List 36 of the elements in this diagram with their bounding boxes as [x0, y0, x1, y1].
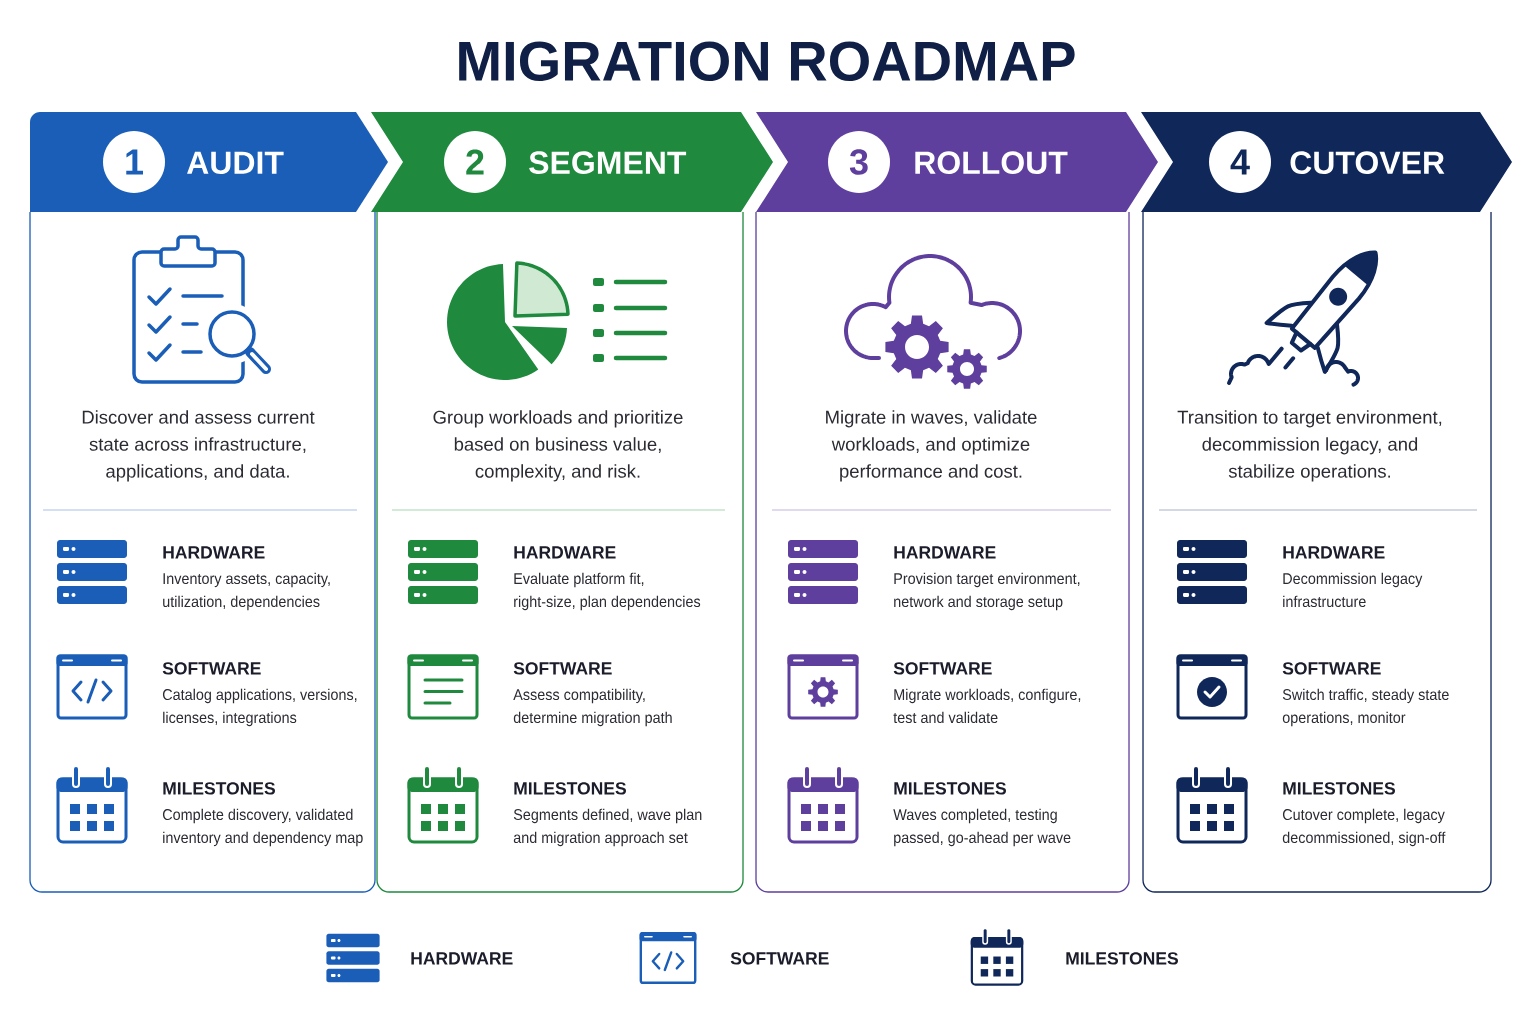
description-text: Discover and assess current state across infrastructure, applications, and data. [82, 410, 315, 482]
legend-label: HARDWARE [411, 952, 513, 965]
number-badge: 4 [1209, 131, 1271, 193]
section-heading: HARDWARE [163, 546, 265, 559]
body-text: Inventory assets, capacity, utilization, dependencies [163, 572, 330, 611]
body-text: Complete discovery, validated inventory and dependency map [162, 808, 363, 847]
body-text: Switch traffic, steady state operations, monitor [1282, 688, 1449, 727]
section-heading: SOFTWARE [162, 662, 261, 675]
description-text: Transition to target environment, decommission legacy, and stabilize operations. [1177, 410, 1442, 482]
body-text: Segments defined, wave plan and migration approach set [513, 808, 702, 847]
number-badge: 3 [828, 131, 890, 193]
section-heading: SOFTWARE [893, 662, 992, 675]
legend-label: MILESTONES [1066, 952, 1178, 965]
body-text: Catalog applications, versions, licenses, integrations [162, 688, 357, 727]
legend-label: SOFTWARE [730, 952, 829, 965]
body-text: Cutover complete, legacy decommissioned, sign-off [1282, 808, 1446, 847]
number-badge: 1 [103, 131, 165, 193]
section-heading: HARDWARE [1283, 546, 1385, 559]
body-text: Waves completed, testing passed, go-ahead per wave [893, 808, 1071, 847]
section-heading: MILESTONES [514, 782, 626, 795]
description-text: Migrate in waves, validate workloads, and optimize performance and cost. [826, 410, 1037, 482]
section-heading: MILESTONES [1283, 782, 1395, 795]
section-heading: SOFTWARE [1282, 662, 1381, 675]
body-text: Migrate workloads, configure, test and validate [893, 688, 1081, 724]
section-heading: SOFTWARE [513, 662, 612, 675]
body-text: Provision target environment, network and storage setup [894, 572, 1080, 611]
body-text: Decommission legacy infrastructure [1283, 572, 1423, 608]
body-text: Assess compatibility, determine migration path [513, 688, 672, 727]
description-text: Group workloads and prioritize based on business value, complexity, and risk. [433, 410, 683, 482]
section-heading: MILESTONES [894, 782, 1006, 795]
section-heading: HARDWARE [894, 546, 996, 559]
title: MIGRATION ROADMAP [459, 41, 1075, 82]
body-text: Evaluate platform fit, right-size, plan dependencies [514, 572, 701, 611]
number-badge: 2 [444, 131, 506, 193]
section-heading: HARDWARE [514, 546, 616, 559]
section-heading: MILESTONES [163, 782, 275, 795]
